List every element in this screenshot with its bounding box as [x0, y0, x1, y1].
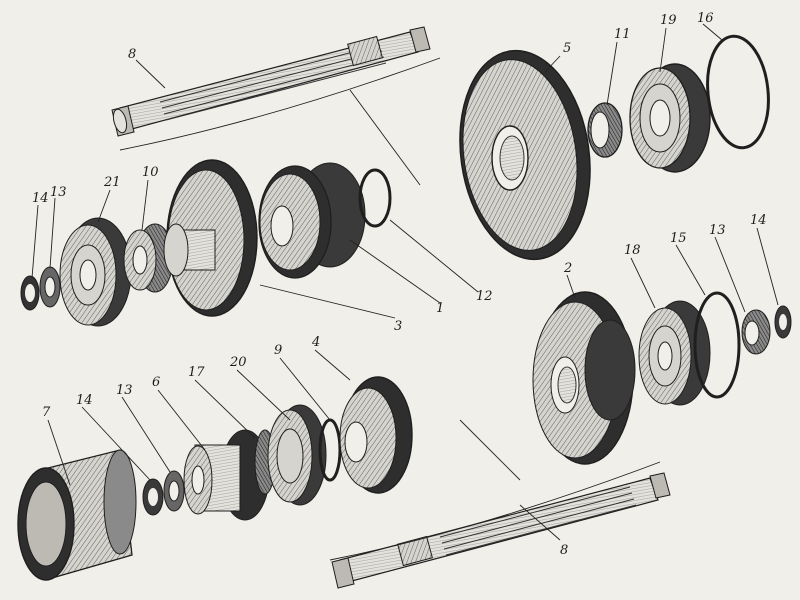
callout-13-bottom: 13 — [116, 383, 133, 398]
callout-19: 19 — [660, 13, 677, 28]
callout-15: 15 — [670, 231, 687, 246]
washer-13-bottom — [163, 470, 185, 512]
bearing-19 — [629, 63, 711, 173]
callout-11: 11 — [614, 27, 631, 42]
callout-6: 6 — [152, 375, 160, 390]
ring-16 — [706, 34, 770, 150]
callout-14-bottom: 14 — [76, 393, 93, 408]
gear-2 — [532, 291, 636, 465]
callout-14-left: 14 — [32, 191, 49, 206]
callout-5: 5 — [563, 41, 571, 56]
callout-7: 7 — [42, 405, 51, 420]
callout-labels: 8 5 11 19 16 14 13 21 10 3 1 12 2 18 15 … — [32, 11, 767, 558]
callout-13-left: 13 — [50, 185, 67, 200]
gear-3 — [163, 159, 258, 317]
callout-12: 12 — [476, 289, 493, 304]
splined-shaft-top — [111, 26, 431, 137]
splined-shaft-bottom — [331, 472, 671, 589]
callout-16: 16 — [697, 11, 714, 26]
gear-4 — [339, 376, 413, 494]
callout-21: 21 — [103, 175, 121, 190]
bushing-13-right — [741, 309, 771, 355]
callout-13-right: 13 — [709, 223, 726, 238]
housing-7 — [17, 449, 137, 581]
callout-4: 4 — [311, 335, 320, 350]
parts-14-13-left — [20, 266, 61, 311]
gear-5 — [459, 49, 591, 261]
bracket-bottom-shaft — [329, 461, 661, 561]
callout-8-top: 8 — [128, 47, 136, 62]
callout-9: 9 — [274, 343, 282, 358]
bearing-20 — [267, 404, 327, 506]
bearing-21 — [59, 217, 132, 327]
leader-lines — [31, 23, 779, 541]
callout-14-right: 14 — [750, 213, 767, 228]
ring-12 — [358, 168, 392, 228]
callout-17: 17 — [188, 365, 205, 380]
callout-18: 18 — [624, 243, 641, 258]
bracket-top-shaft — [119, 57, 441, 151]
ring-11 — [587, 102, 623, 158]
gear-1 — [258, 162, 366, 279]
callout-8-bottom: 8 — [560, 543, 568, 558]
callout-3: 3 — [394, 319, 402, 334]
callout-2: 2 — [563, 261, 572, 276]
bushing-10 — [123, 223, 174, 293]
callout-20: 20 — [229, 355, 247, 370]
callout-10: 10 — [142, 165, 159, 180]
ring-15 — [693, 291, 741, 399]
nut-14-right — [774, 305, 792, 339]
nut-14-bottom — [142, 478, 164, 516]
callout-1: 1 — [436, 301, 444, 316]
